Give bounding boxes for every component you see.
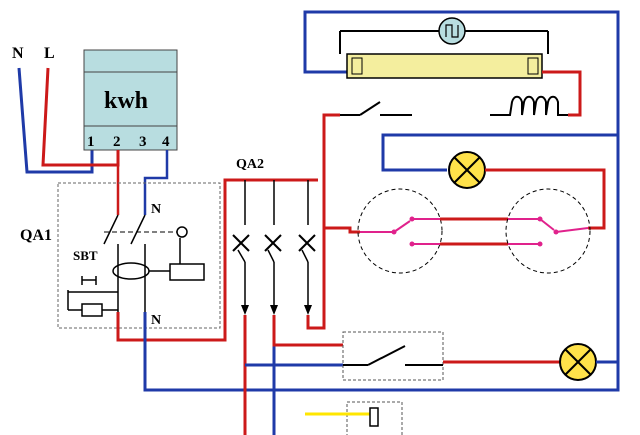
sbt-label: SBT — [73, 248, 98, 263]
single-switch-icon — [342, 331, 444, 381]
lamp-icon — [448, 151, 486, 189]
starter-icon — [339, 17, 549, 54]
terminal-2-label: 2 — [113, 134, 121, 150]
kwh-meter: kwh 1 2 3 4 — [83, 49, 178, 151]
tube-to-ballast-wire — [542, 70, 582, 117]
live-label: L — [44, 45, 55, 62]
two-way-switch-icon — [357, 188, 443, 274]
terminal-3-label: 3 — [139, 134, 147, 150]
qa1-breaker: QA1 SBT N N — [20, 182, 221, 329]
lamp1-neutral-wire — [381, 133, 618, 172]
ballast-icon — [490, 95, 568, 116]
terminal-4-label: 4 — [162, 134, 170, 150]
qa1-output-neutral — [143, 10, 620, 392]
neutral-label: N — [12, 45, 24, 62]
two-way-switch-icon — [505, 188, 591, 274]
qa2-out-5-switch — [324, 226, 360, 234]
qa2-breakers — [232, 180, 316, 315]
qa1-output-live — [116, 178, 318, 342]
neutral-input-wire — [17, 67, 94, 174]
qa2-out-4-tube — [306, 113, 340, 330]
tube-switch-icon — [340, 101, 412, 116]
qa1-label: QA1 — [20, 227, 52, 244]
socket-icon — [305, 401, 403, 435]
fluorescent-tube-icon — [346, 53, 543, 79]
lamp-icon — [559, 343, 597, 381]
qa2-out-3-socket — [272, 315, 343, 347]
lamp1-live-wire — [485, 168, 606, 230]
qa2-label: QA2 — [236, 157, 264, 172]
terminal-1-label: 1 — [87, 134, 95, 150]
n-top-label: N — [151, 202, 161, 217]
meter-label: kwh — [104, 88, 148, 114]
meter-output-neutral — [143, 150, 169, 215]
n-bottom-label: N — [151, 313, 161, 328]
